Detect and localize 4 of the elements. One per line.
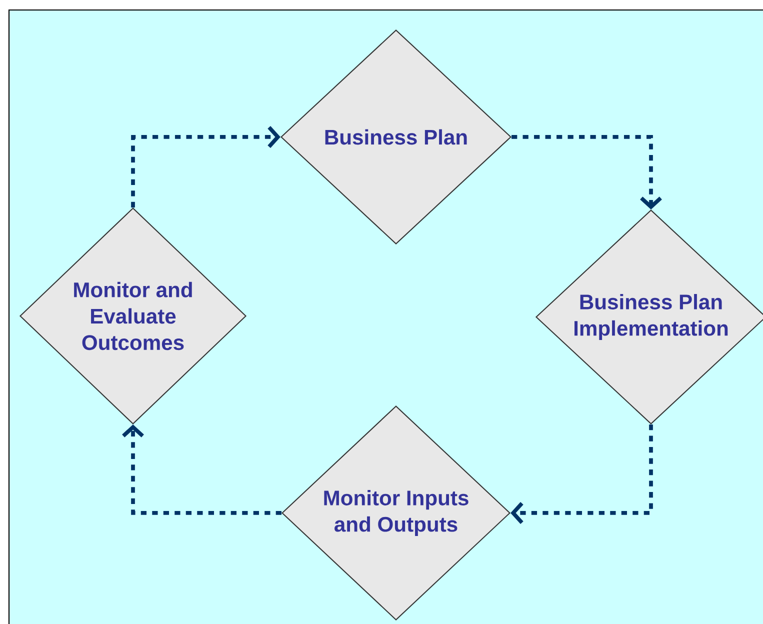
arrow — [510, 424, 653, 524]
arrow — [131, 126, 280, 208]
arrow — [512, 135, 662, 210]
arrow — [122, 424, 282, 515]
